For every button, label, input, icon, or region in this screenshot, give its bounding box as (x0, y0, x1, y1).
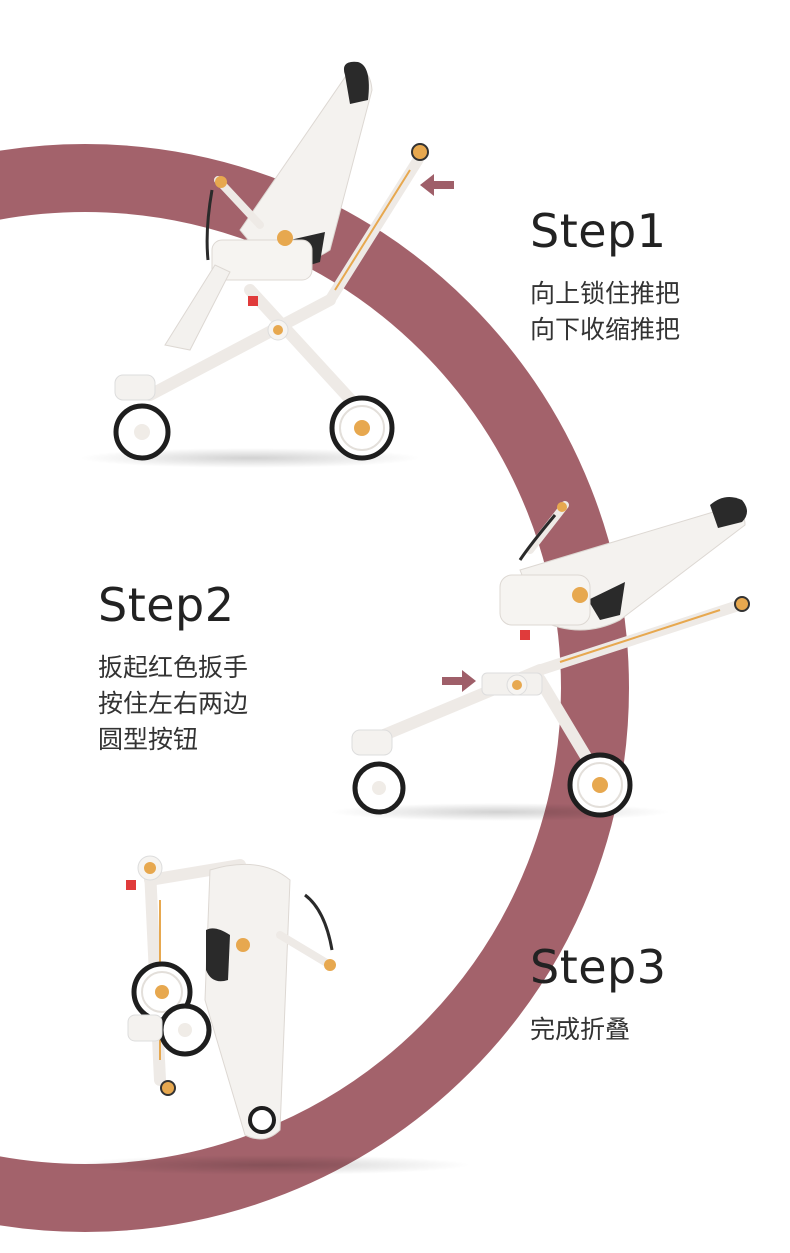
step3-block: Step3 完成折叠 (530, 944, 667, 1048)
step2-line-3: 圆型按钮 (98, 725, 199, 754)
step2-line-1: 扳起红色扳手 (98, 653, 249, 682)
step2-title: Step2 (98, 578, 235, 632)
stroller-unlocking-image (330, 496, 750, 821)
arrow-right-icon (442, 670, 476, 692)
step1-line-2: 向下收缩推把 (530, 315, 681, 344)
step3-line-1: 完成折叠 (530, 1015, 631, 1044)
step2-line-2: 按住左右两边 (98, 689, 249, 718)
step1-title: Step1 (530, 204, 667, 258)
step3-title: Step3 (530, 940, 667, 994)
step1-block: Step1 向上锁住推把 向下收缩推把 (530, 208, 680, 348)
arrow-right-icon (420, 174, 454, 196)
step2-block: Step2 扳起红色扳手 按住左右两边 圆型按钮 (98, 582, 248, 758)
step1-line-1: 向上锁住推把 (530, 279, 681, 308)
ring-decoration (0, 144, 629, 1232)
stroller-folded-image (70, 855, 470, 1175)
stroller-upright-image (80, 61, 429, 468)
